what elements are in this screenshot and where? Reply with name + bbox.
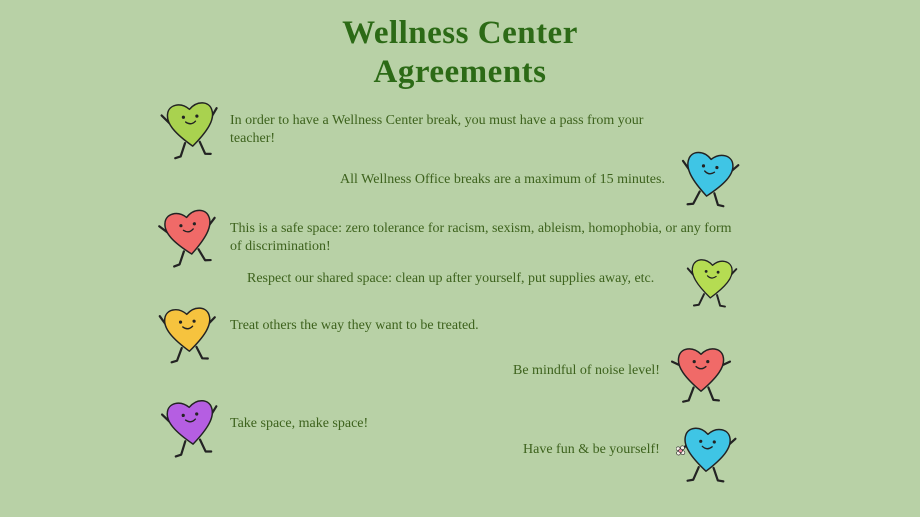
green-heart-mascot-icon	[686, 259, 738, 308]
teal-heart-mascot-icon	[681, 151, 740, 208]
title-line-1: Wellness Center	[342, 15, 578, 51]
yellow-heart-mascot-icon	[158, 307, 216, 364]
title-line-2: Agreements	[373, 53, 547, 90]
agreement-item-7: Take space, make space!	[230, 416, 369, 431]
purple-heart-mascot-icon	[160, 399, 218, 458]
agreement-item-3: This is a safe space: zero tolerance for…	[230, 221, 732, 254]
red-heart-mascot-icon	[158, 209, 216, 268]
red-heart-mascot-icon	[670, 348, 732, 403]
green-heart-mascot-icon	[160, 102, 218, 160]
page-title: Wellness Center Agreements	[0, 14, 920, 92]
teal-heart-mascot-flower-icon	[675, 427, 737, 483]
agreement-item-1: In order to have a Wellness Center break…	[230, 113, 644, 146]
agreement-item-5: Treat others the way they want to be tre…	[230, 318, 479, 333]
agreement-item-8: Have fun & be yourself!	[523, 442, 660, 457]
flower-icon	[675, 445, 686, 456]
agreement-item-4: Respect our shared space: clean up after…	[247, 271, 655, 286]
agreement-item-6: Be mindful of noise level!	[513, 363, 660, 378]
agreement-item-2: All Wellness Office breaks are a maximum…	[340, 172, 665, 187]
